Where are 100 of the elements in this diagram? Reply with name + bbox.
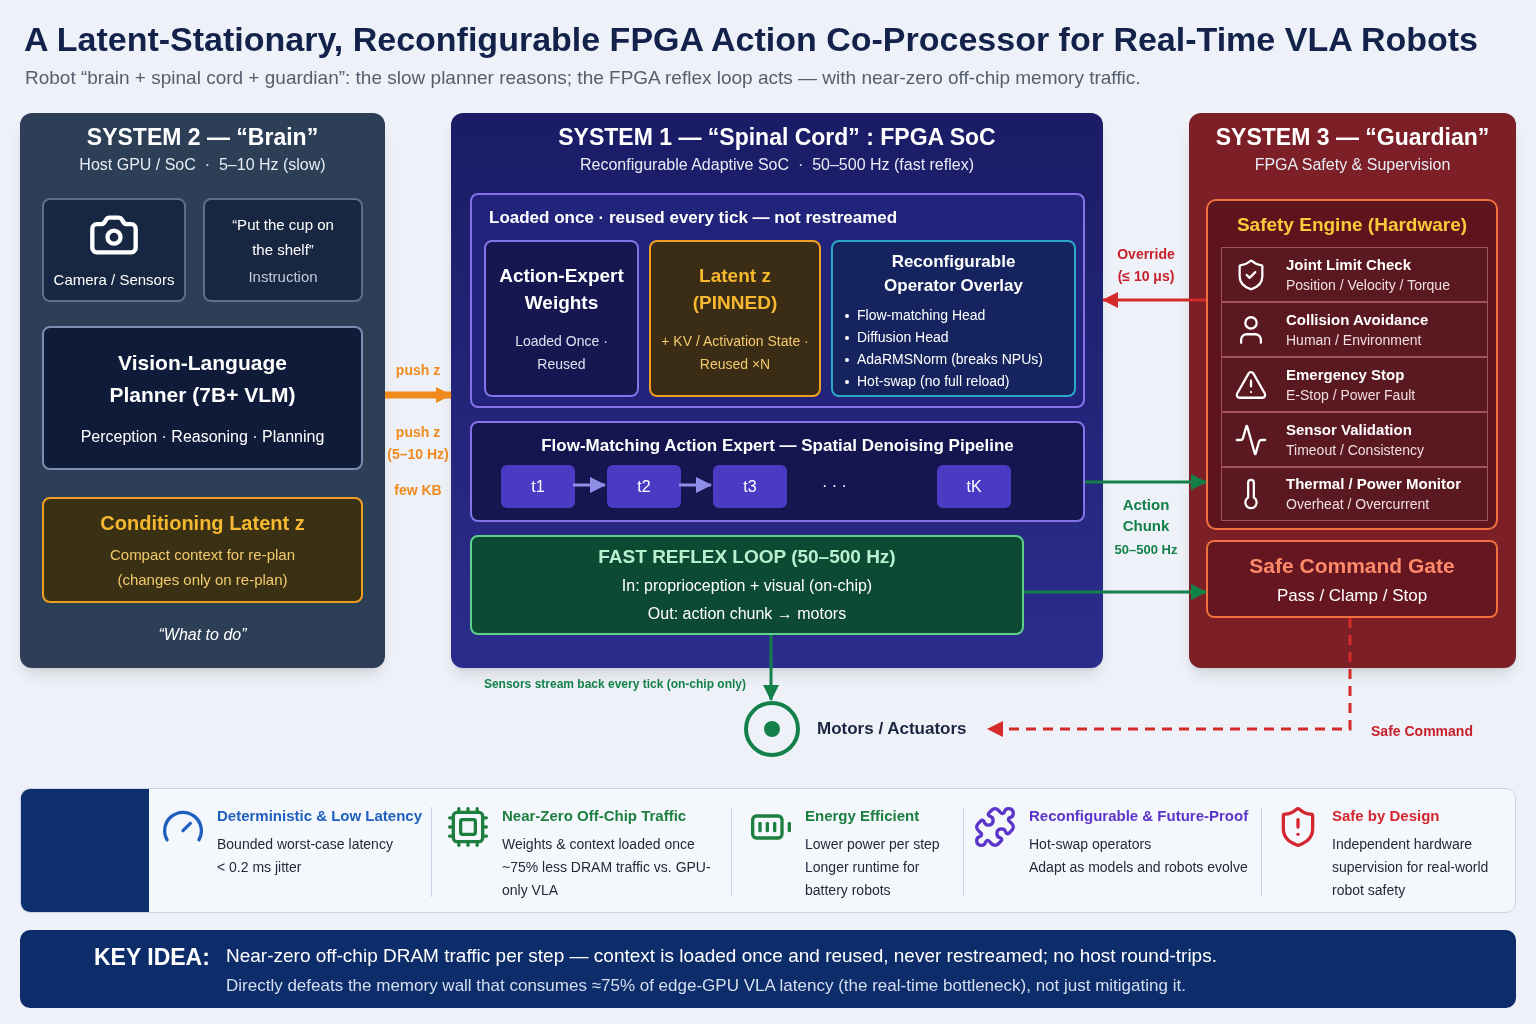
- feature-text: Adapt as models and robots evolve: [1029, 858, 1249, 877]
- feature-text: Bounded worst-case latency: [217, 835, 394, 854]
- edge-label: push z: [394, 361, 442, 380]
- bullet-item: AdaRMSNorm (breaks NPUs): [845, 348, 1062, 370]
- bullet-item: Hot-swap (no full reload): [845, 370, 1062, 392]
- system-panel: [20, 113, 385, 668]
- ellipsis: · · ·: [822, 476, 847, 496]
- process-box: [203, 198, 363, 302]
- check-row: [1221, 412, 1488, 467]
- system-panel: [451, 113, 1103, 668]
- node-title: FAST REFLEX LOOP (50–500 Hz): [598, 544, 896, 569]
- bullet-item: Flow-matching Head: [845, 304, 1062, 326]
- node-title: Action-Expert Weights: [498, 263, 625, 315]
- check-caption: Position / Velocity / Torque: [1286, 275, 1450, 295]
- group-title: Safety Engine (Hardware): [1236, 213, 1468, 237]
- banner-text: Near-zero off-chip DRAM traffic per step — context is loaded once and reused, never restreamed; no host round-trips.: [226, 944, 1217, 968]
- edge-label: Sensors stream back every tick (on-chip only): [482, 676, 748, 693]
- feature-text: Weights & context loaded once: [502, 835, 696, 854]
- arrow: [385, 387, 452, 403]
- node-label: Camera / Sensors: [53, 269, 175, 290]
- panel-title: SYSTEM 2 — “Brain”: [86, 123, 319, 152]
- node-label: Motors / Actuators: [817, 718, 967, 741]
- step-box: [713, 465, 787, 508]
- node-caption: In: proprioception + visual (on-chip): [621, 576, 873, 597]
- feature-title: Deterministic & Low Latency: [217, 806, 423, 826]
- check-title: Thermal / Power Monitor: [1286, 474, 1462, 494]
- arrow: [763, 635, 779, 701]
- node-title: Safe Command Gate: [1249, 552, 1455, 579]
- feature-text: Hot-swap operators: [1029, 835, 1153, 854]
- edge-note: few KB: [393, 481, 443, 500]
- bullet-item: Diffusion Head: [845, 326, 1062, 348]
- group-title: Flow-Matching Action Expert — Spatial Denoising Pipeline: [541, 435, 1014, 457]
- node-title: Latent z (PINNED): [691, 263, 779, 315]
- process-box: [42, 326, 363, 470]
- step-label: tK: [966, 476, 982, 497]
- feature-title: Reconfigurable & Future-Proof: [1029, 806, 1249, 826]
- edge-label: Safe Command: [1370, 722, 1474, 741]
- check-caption: Human / Environment: [1286, 330, 1423, 350]
- node-title: Reconfigurable Operator Overlay: [883, 251, 1024, 297]
- process-box: [470, 193, 1085, 408]
- node-caption: + KV / Activation State · Reused ×N: [661, 331, 809, 374]
- check-title: Joint Limit Check: [1286, 254, 1413, 275]
- check-row: [1221, 302, 1488, 357]
- process-box: [831, 240, 1076, 397]
- process-box: [649, 240, 821, 397]
- node-caption: Instruction: [248, 266, 318, 287]
- panel-title: SYSTEM 3 — “Guardian”: [1215, 123, 1490, 152]
- group-title: Loaded once · reused every tick — not restreamed: [489, 207, 898, 229]
- node-caption: Perception · Reasoning · Planning: [80, 427, 325, 447]
- arrow: [573, 477, 606, 493]
- check-row: [1221, 467, 1488, 521]
- feature-text: Longer runtime for battery robots: [805, 858, 921, 900]
- check-title: Sensor Validation: [1286, 419, 1413, 440]
- banner-heading: KEY IDEA:: [94, 943, 210, 972]
- panel-title: SYSTEM 1 — “Spinal Cord” : FPGA SoC: [558, 123, 996, 152]
- step-label: t1: [531, 476, 545, 497]
- feature-title: Safe by Design: [1332, 806, 1441, 826]
- step-box: [607, 465, 681, 508]
- process-box: [42, 198, 186, 302]
- process-box: [484, 240, 639, 397]
- process-box: [470, 535, 1024, 635]
- node-title: Vision-Language Planner (7B+ VLM): [108, 350, 297, 408]
- node-caption: Pass / Clamp / Stop: [1276, 585, 1428, 607]
- node-caption: Compact context for re-plan (changes only on re-plan): [108, 545, 297, 590]
- node-caption: Loaded Once · Reused: [514, 331, 609, 374]
- check-title: Emergency Stop: [1286, 364, 1406, 385]
- feature-title: Near-Zero Off-Chip Traffic: [502, 806, 688, 826]
- edge-note: 50–500 Hz: [1113, 541, 1179, 559]
- feature-text: ~75% less DRAM traffic vs. GPU-only VLA: [502, 858, 712, 900]
- step-box: [937, 465, 1011, 508]
- system-panel: [1189, 113, 1516, 668]
- arrow: [1102, 292, 1206, 308]
- feature-text: Independent hardware supervision for real-world robot safety: [1332, 835, 1490, 900]
- process-box: [470, 421, 1085, 522]
- edge-label: Override (≤ 10 μs): [1116, 245, 1176, 286]
- node-title: Conditioning Latent z: [100, 511, 305, 536]
- check-caption: Overheat / Overcurrent: [1286, 495, 1431, 514]
- feature-title: Energy Efficient: [805, 806, 921, 826]
- step-label: t3: [743, 476, 757, 497]
- title: A Latent-Stationary, Reconfigurable FPGA Action Co-Processor for Real-Time VLA Robots: [24, 19, 1478, 60]
- arrow: [1085, 474, 1207, 490]
- step-label: t2: [637, 476, 651, 497]
- check-caption: E-Stop / Power Fault: [1286, 385, 1416, 405]
- edge-note: push z (5–10 Hz): [387, 423, 449, 464]
- arrow: [1024, 584, 1207, 600]
- check-row: [1221, 247, 1488, 302]
- check-title: Collision Avoidance: [1286, 309, 1429, 330]
- process-box: [1206, 199, 1498, 530]
- node-caption: Out: action chunk → motors: [647, 604, 847, 625]
- panel-note: “What to do”: [158, 625, 247, 645]
- panel-subtitle: Reconfigurable Adaptive SoC · 50–500 Hz (fast reflex): [580, 155, 974, 175]
- edge-label: Action Chunk: [1121, 495, 1171, 536]
- panel-subtitle: FPGA Safety & Supervision: [1254, 155, 1451, 175]
- subtitle: Robot “brain + spinal cord + guardian”: the slow planner reasons; the FPGA reflex loop acts — with near-zero off-chip memory traffic.: [25, 66, 1141, 90]
- feature-text: Lower power per step: [805, 835, 941, 854]
- panel-subtitle: Host GPU / SoC · 5–10 Hz (slow): [79, 155, 326, 175]
- feature-text: < 0.2 ms jitter: [217, 858, 303, 877]
- arrow: [679, 477, 712, 493]
- check-row: [1221, 357, 1488, 412]
- instruction-text: “Put the cup on the shelf”: [231, 214, 335, 260]
